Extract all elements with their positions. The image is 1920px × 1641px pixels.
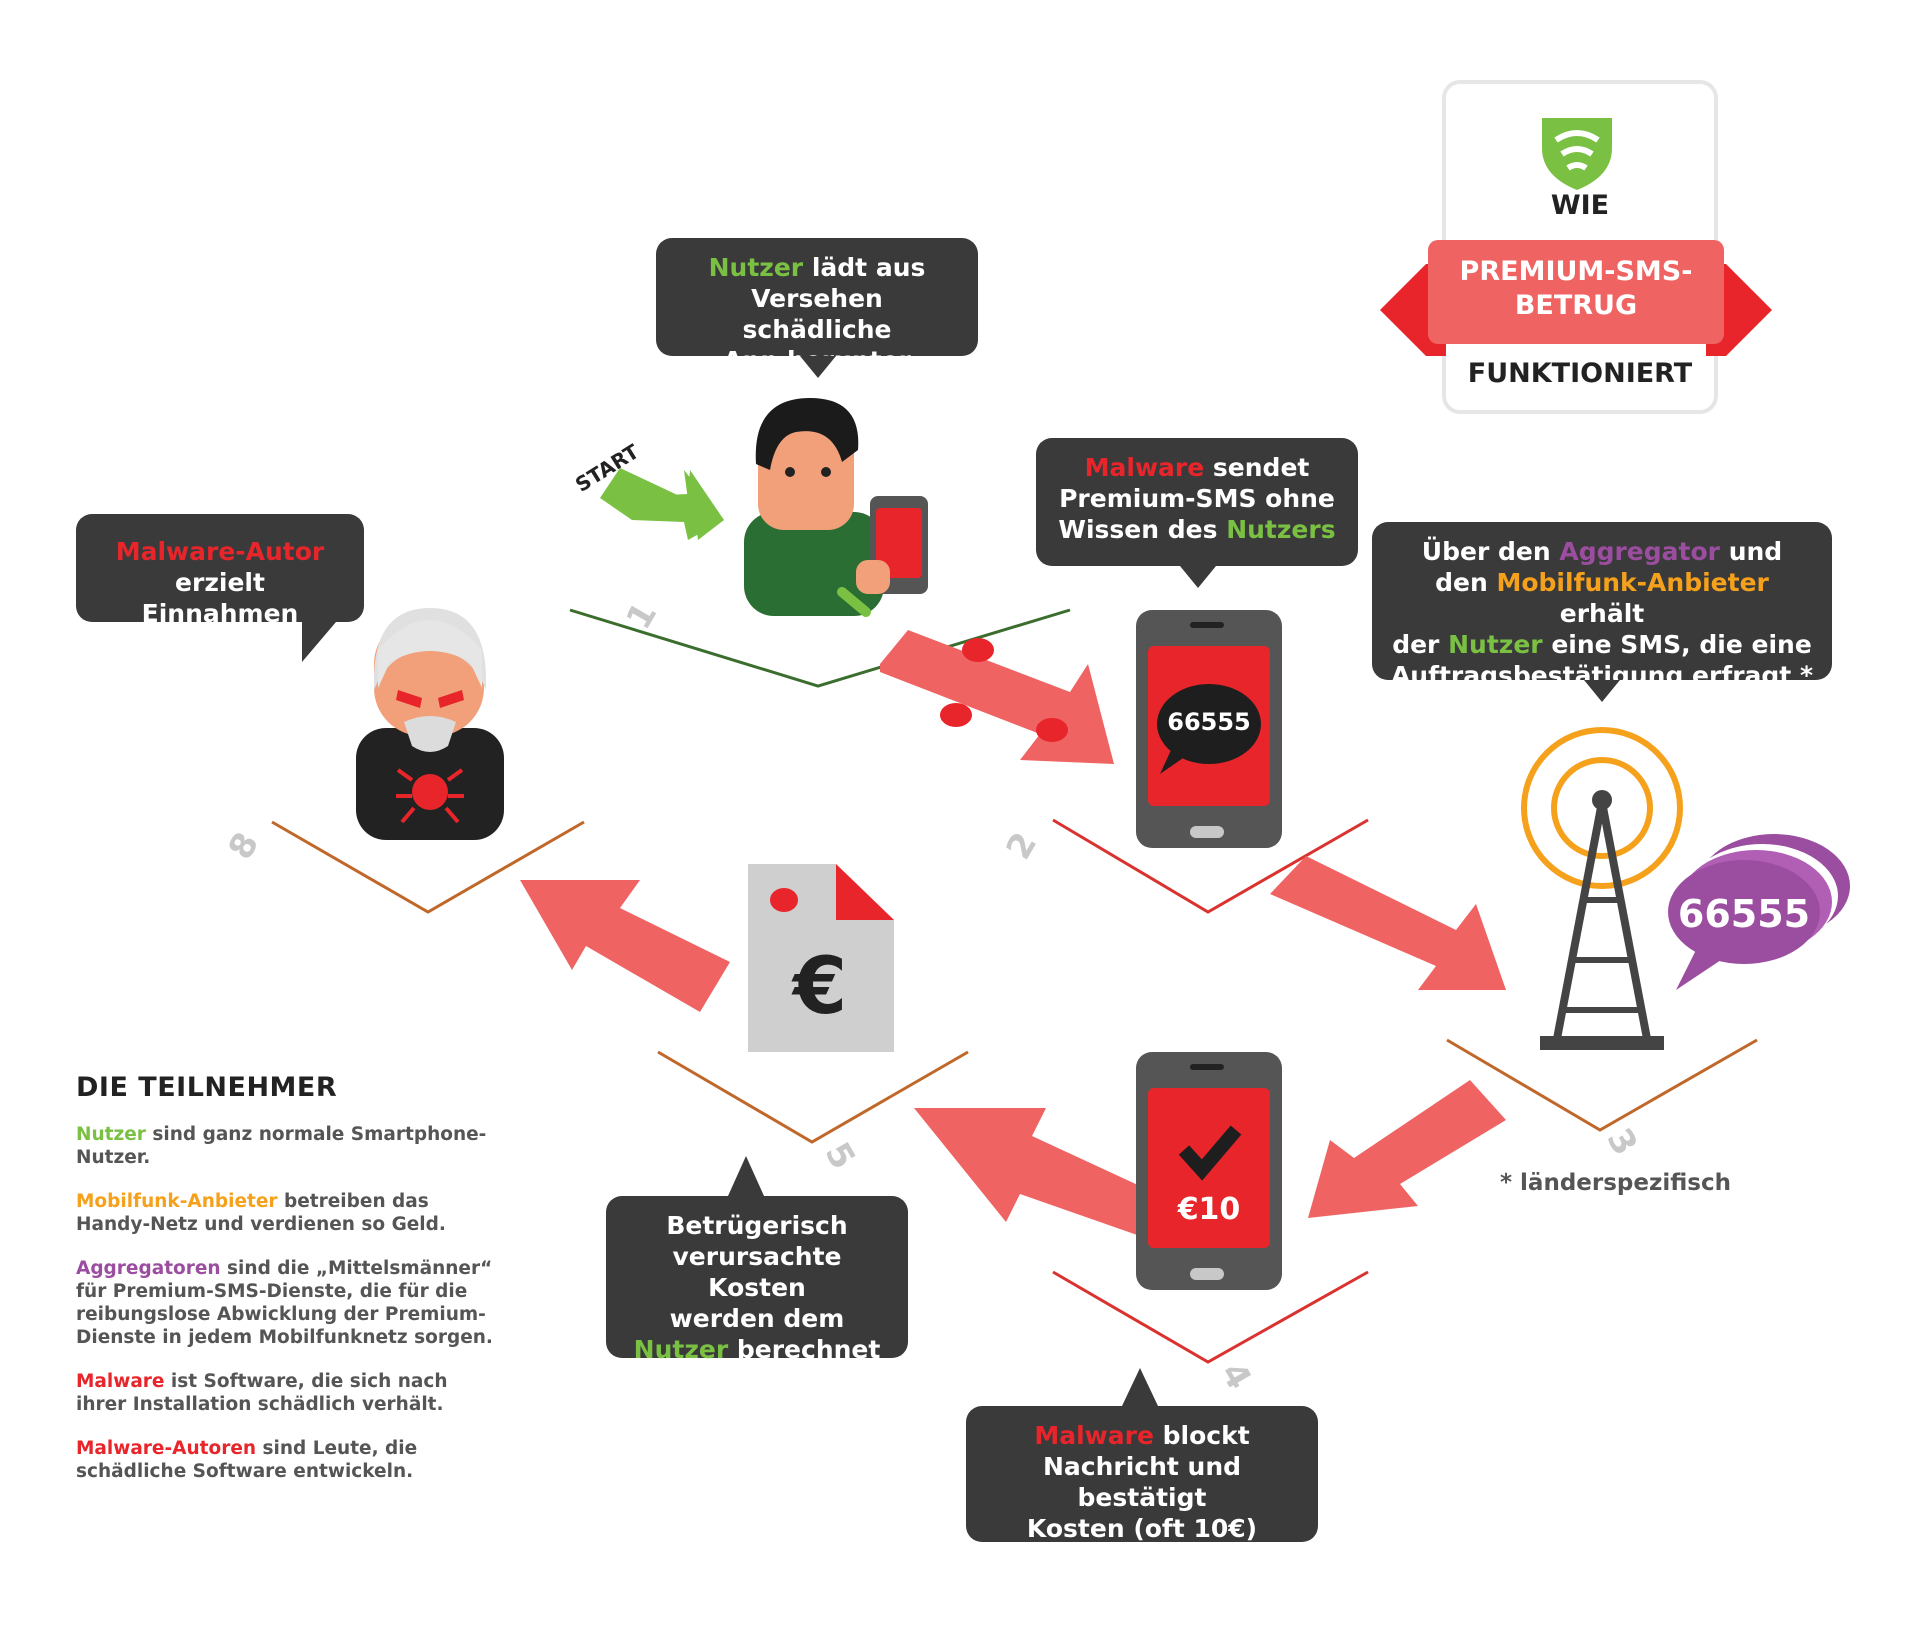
badge-wie: WIE: [1550, 190, 1610, 221]
bubble-text: Versehen schädliche: [742, 284, 892, 344]
aggregator-sms-number: 66555: [1677, 892, 1811, 936]
step2-floor: [1052, 818, 1369, 914]
bubble-step2: Malware sendet Premium-SMS ohne Wissen d…: [1036, 438, 1358, 588]
step5-floor: [657, 1050, 969, 1144]
bubble-step1: Nutzer lädt aus Versehen schädliche App …: [656, 238, 978, 378]
legend-highlight: Mobilfunk-Anbieter: [76, 1191, 278, 1212]
malware-author-figure: [356, 608, 504, 840]
arrow-4-to-5: [914, 1108, 1140, 1236]
legend-highlight: Aggregatoren: [76, 1258, 221, 1279]
highlight-malware: Malware: [1084, 453, 1205, 482]
highlight-nutzer: Nutzer: [633, 1335, 729, 1364]
phone-step4: [1136, 1052, 1282, 1290]
bug-icon: [940, 638, 1068, 742]
bubble-text: sendet: [1204, 453, 1310, 482]
highlight-aggregator: Aggregator: [1559, 537, 1720, 566]
bubble-text: den: [1435, 568, 1497, 597]
legend-item-nutzer: Nutzer sind ganz normale Smartphone-Nutz…: [76, 1123, 496, 1169]
legend-text: sind Leute, die schädliche Software entw…: [76, 1438, 418, 1482]
invoice-icon: [748, 864, 894, 1052]
badge-funktioniert: FUNKTIONIERT: [1467, 358, 1693, 389]
legend-text: sind die „Mittelsmänner“ für Premium-SMS…: [76, 1258, 493, 1348]
bubble-text: erzielt Einnahmen: [141, 568, 299, 628]
highlight-nutzer: Nutzer: [708, 253, 804, 282]
bubble-text: Wissen des: [1058, 515, 1227, 544]
arrow-2-to-3: [1270, 856, 1506, 990]
legend-text: betreiben das Handy-Netz und verdienen s…: [76, 1191, 446, 1235]
step1-floor: [569, 608, 1071, 688]
user-figure: [744, 398, 928, 617]
bubble-text: Premium-SMS ohne: [1059, 484, 1335, 513]
bubble-text: und: [1720, 537, 1783, 566]
bubble-text: berechnet: [728, 1335, 881, 1364]
arrow-5-to-8: [520, 880, 730, 1012]
highlight-mobilfunk: Mobilfunk-Anbieter: [1496, 568, 1769, 597]
step8-floor: [271, 820, 585, 914]
bubble-step5: Betrügerisch verursachte Kosten werden d…: [606, 1156, 908, 1364]
legend-item-mobilfunk: Mobilfunk-Anbieter betreiben das Handy-N…: [76, 1190, 496, 1236]
legend: DIE TEILNEHMER Nutzer sind ganz normale …: [76, 1072, 496, 1504]
phone-charge: €10: [1177, 1192, 1241, 1227]
legend-text: sind ganz normale Smartphone-Nutzer.: [76, 1124, 487, 1168]
legend-highlight: Nutzer: [76, 1124, 146, 1145]
bubble-text: Über den: [1421, 537, 1560, 566]
phone-sms-number: 66555: [1167, 708, 1251, 736]
legend-highlight: Malware: [76, 1371, 165, 1392]
bubble-step3: Über den Aggregator und den Mobilfunk-An…: [1372, 522, 1832, 702]
aggregator-sms-bubble: [1668, 834, 1850, 990]
bubble-text: Betrügerisch: [666, 1211, 848, 1240]
arrow-3-to-4: [1308, 1080, 1506, 1218]
step4-floor: [1052, 1270, 1369, 1364]
bubble-step8: Malware-Autor erzielt Einnahmen: [76, 514, 364, 662]
bubble-text: verursachte Kosten: [672, 1242, 842, 1302]
bubble-text: erhält: [1559, 599, 1645, 628]
badge-title-line2: BETRUG: [1514, 290, 1638, 321]
legend-item-aggregatoren: Aggregatoren sind die „Mittelsmänner“ fü…: [76, 1257, 496, 1349]
legend-text: ist Software, die sich nach ihrer Instal…: [76, 1371, 448, 1415]
bubble-text: lädt aus: [803, 253, 926, 282]
arrow-1-to-2: [880, 630, 1114, 764]
footnote: * länderspezifisch: [1500, 1170, 1731, 1196]
highlight-nutzer: Nutzers: [1226, 515, 1336, 544]
bubble-text: werden dem: [669, 1304, 845, 1333]
cell-tower-icon: [1521, 727, 1683, 1050]
step3-floor: [1446, 1038, 1758, 1132]
invoice-symbol: €: [792, 942, 848, 1032]
bubble-text: der: [1392, 630, 1449, 659]
bubble-text: eine SMS, die eine: [1542, 630, 1812, 659]
title-badge: [1380, 80, 1772, 414]
legend-highlight: Malware-Autoren: [76, 1438, 257, 1459]
highlight-malware: Malware: [1034, 1421, 1154, 1450]
badge-title-line1: PREMIUM-SMS-: [1459, 256, 1693, 287]
bubble-step4: Malware blockt Nachricht und bestätigt K…: [966, 1368, 1318, 1543]
legend-item-malware: Malware ist Software, die sich nach ihre…: [76, 1370, 496, 1416]
bubble-text: Nachricht und bestätigt: [1042, 1452, 1242, 1512]
legend-title: DIE TEILNEHMER: [76, 1072, 338, 1103]
bubble-text: blockt: [1153, 1421, 1250, 1450]
bubble-text: Kosten (oft 10€): [1026, 1514, 1258, 1543]
start-arrow-head: [600, 470, 724, 540]
highlight-malware-autor: Malware-Autor: [115, 537, 325, 566]
highlight-nutzer: Nutzer: [1448, 630, 1543, 659]
phone-step2: [1136, 610, 1282, 848]
legend-item-malware-autoren: Malware-Autoren sind Leute, die schädlic…: [76, 1437, 496, 1483]
badge-title: PREMIUM-SMS- BETRUG: [1428, 255, 1724, 323]
